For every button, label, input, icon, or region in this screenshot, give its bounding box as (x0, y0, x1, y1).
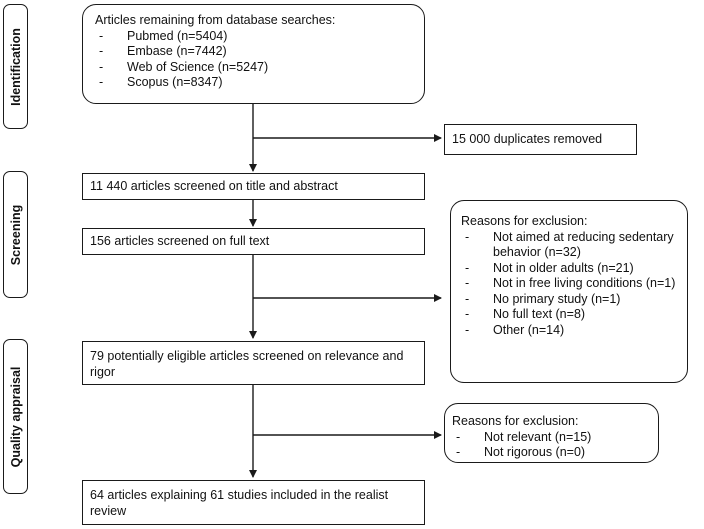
exclusion-1-heading: Reasons for exclusion: (461, 214, 588, 228)
exclusion-box-2: Reasons for exclusion: Not relevant (n=1… (444, 403, 659, 463)
full-text-text: 156 articles screened on full text (90, 234, 270, 248)
exclusion-reason: Other (n=14) (461, 323, 681, 339)
title-abstract-text: 11 440 articles screened on title and ab… (90, 179, 338, 193)
exclusion-2-heading: Reasons for exclusion: (452, 414, 579, 428)
full-text-box: 156 articles screened on full text (82, 228, 425, 255)
duplicates-text: 15 000 duplicates removed (452, 132, 603, 146)
eligible-box: 79 potentially eligible articles screene… (82, 341, 425, 385)
stage-quality-appraisal: Quality appraisal (3, 339, 28, 494)
database-item: Scopus (n=8347) (95, 75, 424, 91)
database-item: Embase (n=7442) (95, 44, 424, 60)
exclusion-reason: Not aimed at reducing sedentary behavior… (461, 230, 681, 261)
exclusion-box-1: Reasons for exclusion: Not aimed at redu… (450, 200, 688, 383)
database-item: Pubmed (n=5404) (95, 29, 424, 45)
included-box: 64 articles explaining 61 studies includ… (82, 480, 425, 525)
eligible-text: 79 potentially eligible articles screene… (90, 349, 404, 379)
exclusion-reason: Not relevant (n=15) (452, 430, 652, 446)
exclusion-1-list: Not aimed at reducing sedentary behavior… (461, 230, 681, 339)
included-text: 64 articles explaining 61 studies includ… (90, 488, 389, 518)
title-abstract-box: 11 440 articles screened on title and ab… (82, 173, 425, 200)
database-item: Web of Science (n=5247) (95, 60, 424, 76)
identification-heading: Articles remaining from database searche… (95, 13, 336, 27)
exclusion-reason: Not in free living conditions (n=1) (461, 276, 681, 292)
exclusion-reason: Not in older adults (n=21) (461, 261, 681, 277)
duplicates-box: 15 000 duplicates removed (444, 124, 637, 155)
exclusion-reason: No full text (n=8) (461, 307, 681, 323)
identification-box: Articles remaining from database searche… (82, 4, 425, 104)
exclusion-reason: No primary study (n=1) (461, 292, 681, 308)
exclusion-2-list: Not relevant (n=15) Not rigorous (n=0) (452, 430, 652, 461)
stage-identification: Identification (3, 4, 28, 129)
exclusion-reason: Not rigorous (n=0) (452, 445, 652, 461)
stage-screening: Screening (3, 171, 28, 298)
database-list: Pubmed (n=5404) Embase (n=7442) Web of S… (95, 29, 424, 91)
